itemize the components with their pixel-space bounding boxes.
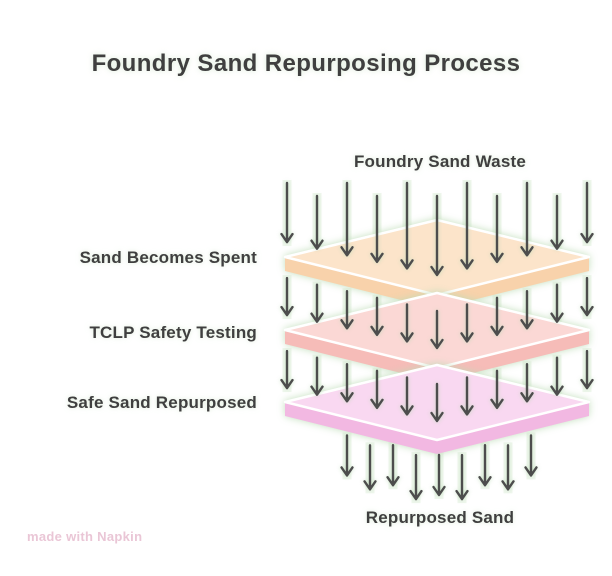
flow-arrows — [280, 181, 594, 501]
watermark: made with Napkin — [27, 529, 143, 544]
stage-label-2: TCLP Safety Testing — [89, 323, 257, 342]
output-label: Repurposed Sand — [365, 508, 515, 527]
slab-3-side — [285, 402, 589, 454]
input-label: Foundry Sand Waste — [353, 152, 527, 171]
stage-label-3: Safe Sand Repurposed — [66, 393, 257, 412]
stage-label-1: Sand Becomes Spent — [79, 248, 257, 267]
page-title: Foundry Sand Repurposing Process — [91, 50, 521, 77]
